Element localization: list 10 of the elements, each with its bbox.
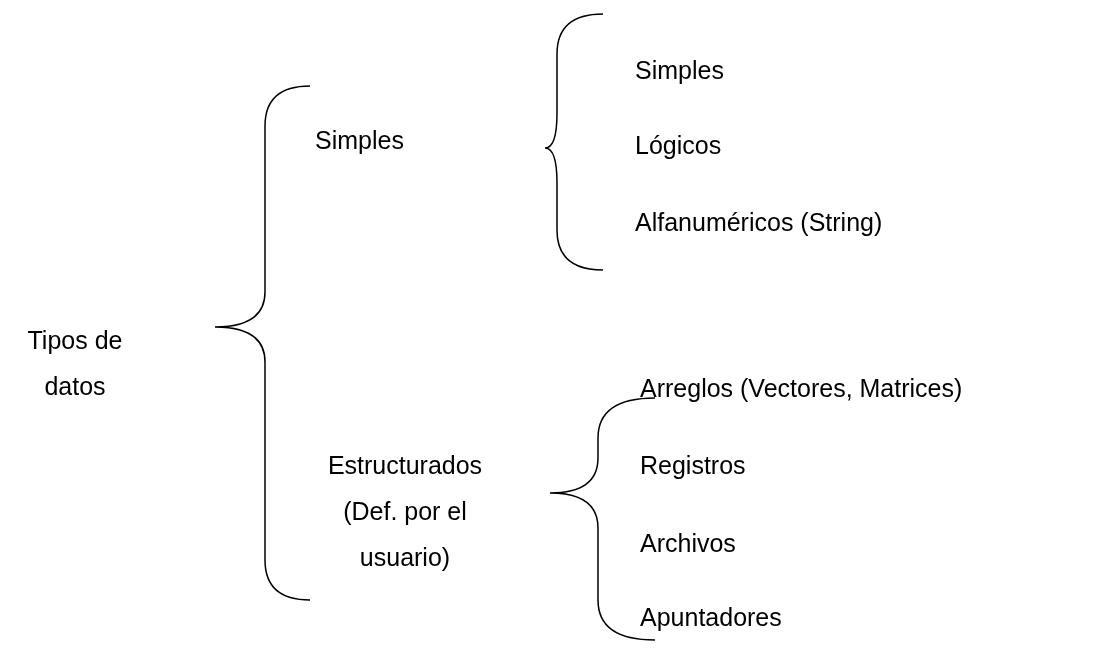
type-label: Apuntadores <box>640 602 782 633</box>
category-label: Simples <box>315 125 404 156</box>
root-label: Tipos de datos <box>26 325 124 402</box>
type-label: Lógicos <box>635 130 722 161</box>
type-label: Registros <box>640 450 746 481</box>
type-label: Simples <box>635 55 724 86</box>
category-label: Estructurados (Def. por el usuario) <box>326 450 484 573</box>
type-label: Archivos <box>640 528 736 559</box>
type-label: Arreglos (Vectores, Matrices) <box>640 373 963 404</box>
type-label: Alfanuméricos (String) <box>635 207 883 238</box>
